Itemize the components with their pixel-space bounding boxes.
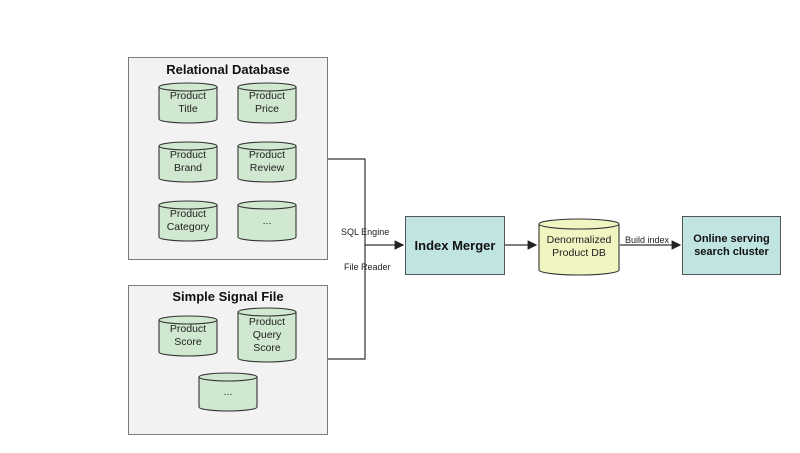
product-title-label: Product Title: [169, 90, 207, 115]
simple-signal-file-group: Simple Signal File: [128, 285, 328, 435]
denormalized-product-db-label: Denormalized Product DB: [546, 234, 612, 259]
product-score-cylinder: Product Score: [158, 315, 218, 357]
product-category-cylinder: Product Category: [158, 200, 218, 242]
search-cluster-label: Online serving search cluster: [693, 232, 770, 258]
ellipsis-label-relational: ...: [262, 214, 272, 227]
product-brand-cylinder: Product Brand: [158, 141, 218, 183]
build-index-label: Build index: [625, 235, 670, 245]
relational-database-title: Relational Database: [166, 62, 290, 77]
file-reader-label: File Reader: [344, 262, 391, 272]
product-category-label: Product Category: [166, 208, 210, 233]
product-score-label: Product Score: [169, 323, 207, 348]
index-merger-box: Index Merger: [405, 216, 505, 275]
product-query-score-cylinder: Product Query Score: [237, 307, 297, 363]
product-review-cylinder: Product Review: [237, 141, 297, 183]
sql-engine-label: SQL Engine: [341, 227, 390, 237]
product-price-cylinder: Product Price: [237, 82, 297, 124]
product-query-score-label: Product Query Score: [248, 315, 286, 354]
product-title-cylinder: Product Title: [158, 82, 218, 124]
denormalized-product-db-cylinder: Denormalized Product DB: [538, 218, 620, 276]
index-merger-label: Index Merger: [414, 238, 496, 253]
ellipsis-cylinder-relational: ...: [237, 200, 297, 242]
simple-signal-file-title: Simple Signal File: [172, 289, 284, 304]
product-price-label: Product Price: [248, 90, 286, 115]
product-brand-label: Product Brand: [169, 149, 207, 174]
search-cluster-box: Online serving search cluster: [682, 216, 781, 275]
product-review-label: Product Review: [248, 149, 286, 174]
ellipsis-label-signal: ...: [223, 385, 233, 398]
ellipsis-cylinder-signal: ...: [198, 372, 258, 412]
